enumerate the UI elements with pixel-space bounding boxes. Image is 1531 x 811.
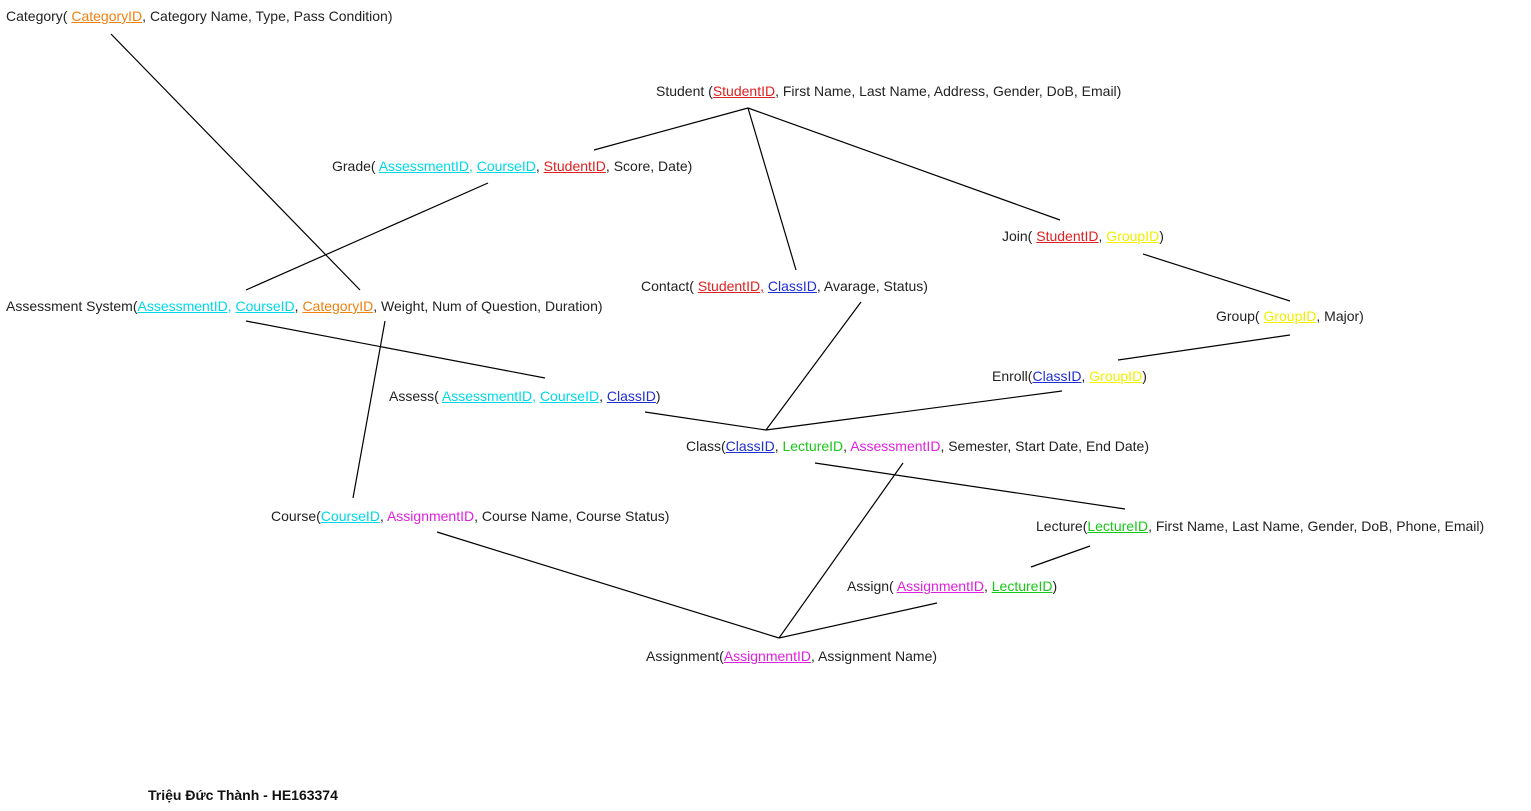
attribute-text: , (294, 298, 303, 314)
primary-key-attribute: ClassID (1032, 368, 1082, 384)
attribute-text: ) (1142, 368, 1147, 384)
edge-contact-class (765, 301, 862, 431)
primary-key-attribute: GroupID (1106, 228, 1160, 244)
attribute-text: , Category Name, Type, Pass Condition) (142, 8, 393, 24)
edge-class-lecture (814, 462, 1126, 510)
primary-key-attribute: CourseID (320, 508, 380, 524)
entity-assignment[interactable]: Assignment(AssignmentID, Assignment Name… (646, 648, 937, 664)
entity-name: Assessment System( (6, 298, 138, 314)
primary-key-attribute: CourseID (476, 158, 536, 174)
entity-category[interactable]: Category( CategoryID, Category Name, Typ… (6, 8, 392, 24)
attribute-text: , (535, 158, 544, 174)
attribute-text: , First Name, Last Name, Address, Gender… (775, 83, 1122, 99)
edge-student-join (747, 107, 1061, 221)
edge-assessment-system-assess (245, 320, 546, 379)
primary-key-attribute: AssessmentID, (378, 158, 473, 174)
edge-lecture-assign (1030, 545, 1091, 568)
author-label: Triệu Đức Thành - HE163374 (148, 787, 338, 803)
edge-join-group (1142, 253, 1291, 302)
edge-grade-assessment-system (245, 182, 489, 291)
entity-grade[interactable]: Grade( AssessmentID, CourseID, StudentID… (332, 158, 692, 174)
entity-assessment-system[interactable]: Assessment System(AssessmentID, CourseID… (6, 298, 603, 314)
edge-enroll-class (765, 390, 1063, 431)
primary-key-attribute: LectureID (1087, 518, 1149, 534)
edge-course-assignment (436, 531, 780, 639)
entity-name: Class( (686, 438, 726, 454)
primary-key-attribute: StudentID (1036, 228, 1099, 244)
foreign-key-attribute: LectureID (782, 438, 844, 454)
edge-assess-class (644, 411, 767, 431)
attribute-text: , (379, 508, 387, 524)
attribute-text: ) (1052, 578, 1058, 594)
attribute-text: , Course Name, Course Status) (474, 508, 670, 524)
attribute-text: , Score, Date) (605, 158, 693, 174)
attribute-text: , (1098, 228, 1107, 244)
entity-student[interactable]: Student (StudentID, First Name, Last Nam… (656, 83, 1121, 99)
primary-key-attribute: CourseID (539, 388, 600, 404)
entity-name: Assess( (389, 388, 442, 404)
entity-course[interactable]: Course(CourseID, AssignmentID, Course Na… (271, 508, 669, 524)
primary-key-attribute: AssessmentID, (137, 298, 232, 314)
edge-class-assignment (778, 462, 904, 639)
primary-key-attribute: StudentID, (697, 278, 764, 294)
entity-name: Category( (6, 8, 72, 24)
primary-key-attribute: LectureID (991, 578, 1053, 594)
primary-key-attribute: AssessmentID, (441, 388, 537, 404)
attribute-text: ) (1159, 228, 1164, 244)
entity-name: Assignment( (646, 648, 724, 664)
attribute-text: , Weight, Num of Question, Duration) (373, 298, 603, 314)
attribute-text: , (843, 438, 851, 454)
entity-contact[interactable]: Contact( StudentID, ClassID, Avarage, St… (641, 278, 928, 294)
foreign-key-attribute: AssessmentID (850, 438, 941, 454)
primary-key-attribute: AssignmentID (723, 648, 811, 664)
edge-group-enroll (1117, 334, 1291, 361)
primary-key-attribute: ClassID (725, 438, 775, 454)
attribute-text: , First Name, Last Name, Gender, DoB, Ph… (1148, 518, 1485, 534)
edge-student-contact (747, 107, 797, 271)
entity-assign[interactable]: Assign( AssignmentID, LectureID) (847, 578, 1057, 594)
entity-name: Lecture( (1036, 518, 1088, 534)
foreign-key-attribute: AssignmentID (386, 508, 475, 524)
primary-key-attribute: AssignmentID (896, 578, 984, 594)
entity-enroll[interactable]: Enroll(ClassID, GroupID) (992, 368, 1147, 384)
attribute-text: , (983, 578, 992, 594)
entity-name: Grade( (332, 158, 379, 174)
entity-lecture[interactable]: Lecture(LectureID, First Name, Last Name… (1036, 518, 1484, 534)
primary-key-attribute: GroupID (1089, 368, 1143, 384)
entity-name: Join( (1002, 228, 1037, 244)
primary-key-attribute: CategoryID (302, 298, 374, 314)
entity-group[interactable]: Group( GroupID, Major) (1216, 308, 1364, 324)
primary-key-attribute: ClassID (767, 278, 817, 294)
entity-name: Group( (1216, 308, 1264, 324)
primary-key-attribute: CourseID (235, 298, 295, 314)
entity-assess[interactable]: Assess( AssessmentID, CourseID, ClassID) (389, 388, 661, 404)
edge-student-grade (593, 107, 749, 151)
attribute-text: , Avarage, Status) (816, 278, 928, 294)
attribute-text: , Semester, Start Date, End Date) (940, 438, 1149, 454)
entity-name: Contact( (641, 278, 698, 294)
entity-name: Student ( (656, 83, 713, 99)
entity-class[interactable]: Class(ClassID, LectureID, AssessmentID, … (686, 438, 1149, 454)
edge-assessment-system-course (352, 320, 386, 499)
entity-name: Course( (271, 508, 321, 524)
primary-key-attribute: StudentID (543, 158, 606, 174)
primary-key-attribute: CategoryID (71, 8, 143, 24)
attribute-text: , (774, 438, 783, 454)
attribute-text: , Major) (1316, 308, 1364, 324)
edge-category-assessment-system (110, 33, 361, 291)
primary-key-attribute: GroupID (1263, 308, 1317, 324)
primary-key-attribute: StudentID (712, 83, 776, 99)
entity-name: Enroll( (992, 368, 1033, 384)
attribute-text: , (599, 388, 607, 404)
attribute-text: , (1081, 368, 1090, 384)
attribute-text: , Assignment Name) (810, 648, 938, 664)
edge-assign-assignment (778, 602, 938, 639)
entity-name: Assign( (847, 578, 897, 594)
primary-key-attribute: ClassID (606, 388, 656, 404)
entity-join[interactable]: Join( StudentID, GroupID) (1002, 228, 1164, 244)
attribute-text: ) (655, 388, 661, 404)
